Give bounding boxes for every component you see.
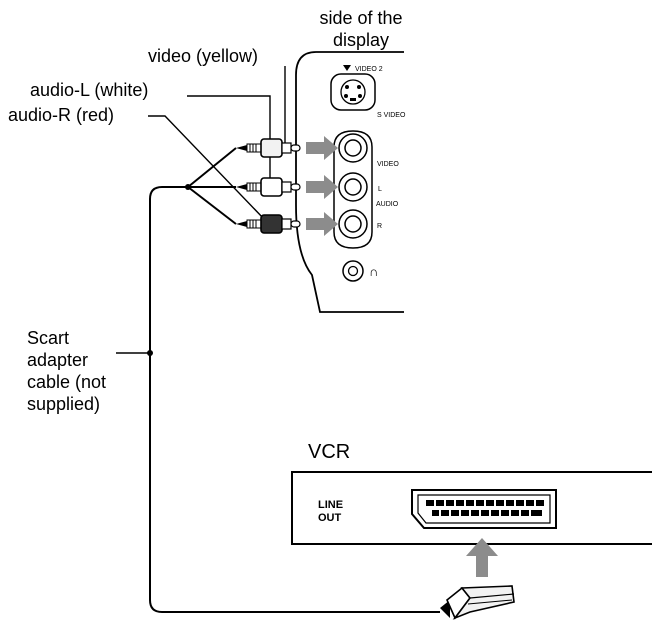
display-side-panel: VIDEO 2 S VIDEO VIDEO L AUDIO R ∩ <box>295 51 406 313</box>
line-out-label-line2: OUT <box>318 512 342 524</box>
r-jack-label: R <box>377 223 382 230</box>
audio-r-leader-line <box>148 115 266 221</box>
audio-l-leader-line <box>187 95 271 188</box>
scart-adapter-cable <box>149 147 440 613</box>
scart-label-line2: adapter <box>27 350 88 370</box>
scart-plug <box>440 585 515 620</box>
vcr-label: VCR <box>308 441 350 463</box>
cable-junction-dot <box>185 184 191 190</box>
side-of-display-label-line1: side of the <box>319 8 402 28</box>
audio-r-red-label: audio-R (red) <box>8 105 114 125</box>
line-out-label-line1: LINE <box>318 499 343 511</box>
vcr-panel: LINE OUT <box>291 471 652 545</box>
headphone-icon: ∩ <box>369 264 378 279</box>
scart-socket <box>411 489 557 529</box>
scart-label-line3: cable (not <box>27 372 106 392</box>
arrow-to-audio-r-jack <box>306 212 338 236</box>
video-jack-label: VIDEO <box>377 161 399 168</box>
arrow-to-video-jack <box>306 136 338 160</box>
video2-triangle-marker <box>343 65 351 71</box>
arrow-to-audio-l-jack <box>306 175 338 199</box>
arrow-to-scart-socket <box>466 538 498 577</box>
video2-label: VIDEO 2 <box>355 66 383 73</box>
insert-arrows <box>306 136 338 236</box>
audio-r-plug-red <box>236 214 301 234</box>
scart-label-line1: Scart <box>27 328 69 348</box>
audio-l-plug-white <box>236 177 301 197</box>
audio-l-white-label: audio-L (white) <box>30 80 148 100</box>
video-plug-yellow <box>236 138 301 158</box>
video-yellow-label: video (yellow) <box>148 46 258 66</box>
l-jack-label: L <box>378 186 382 193</box>
svideo-label: S VIDEO <box>377 112 406 119</box>
side-of-display-label-line2: display <box>333 30 389 50</box>
audio-jack-label: AUDIO <box>376 201 399 208</box>
scart-label-line4: supplied) <box>27 394 100 414</box>
